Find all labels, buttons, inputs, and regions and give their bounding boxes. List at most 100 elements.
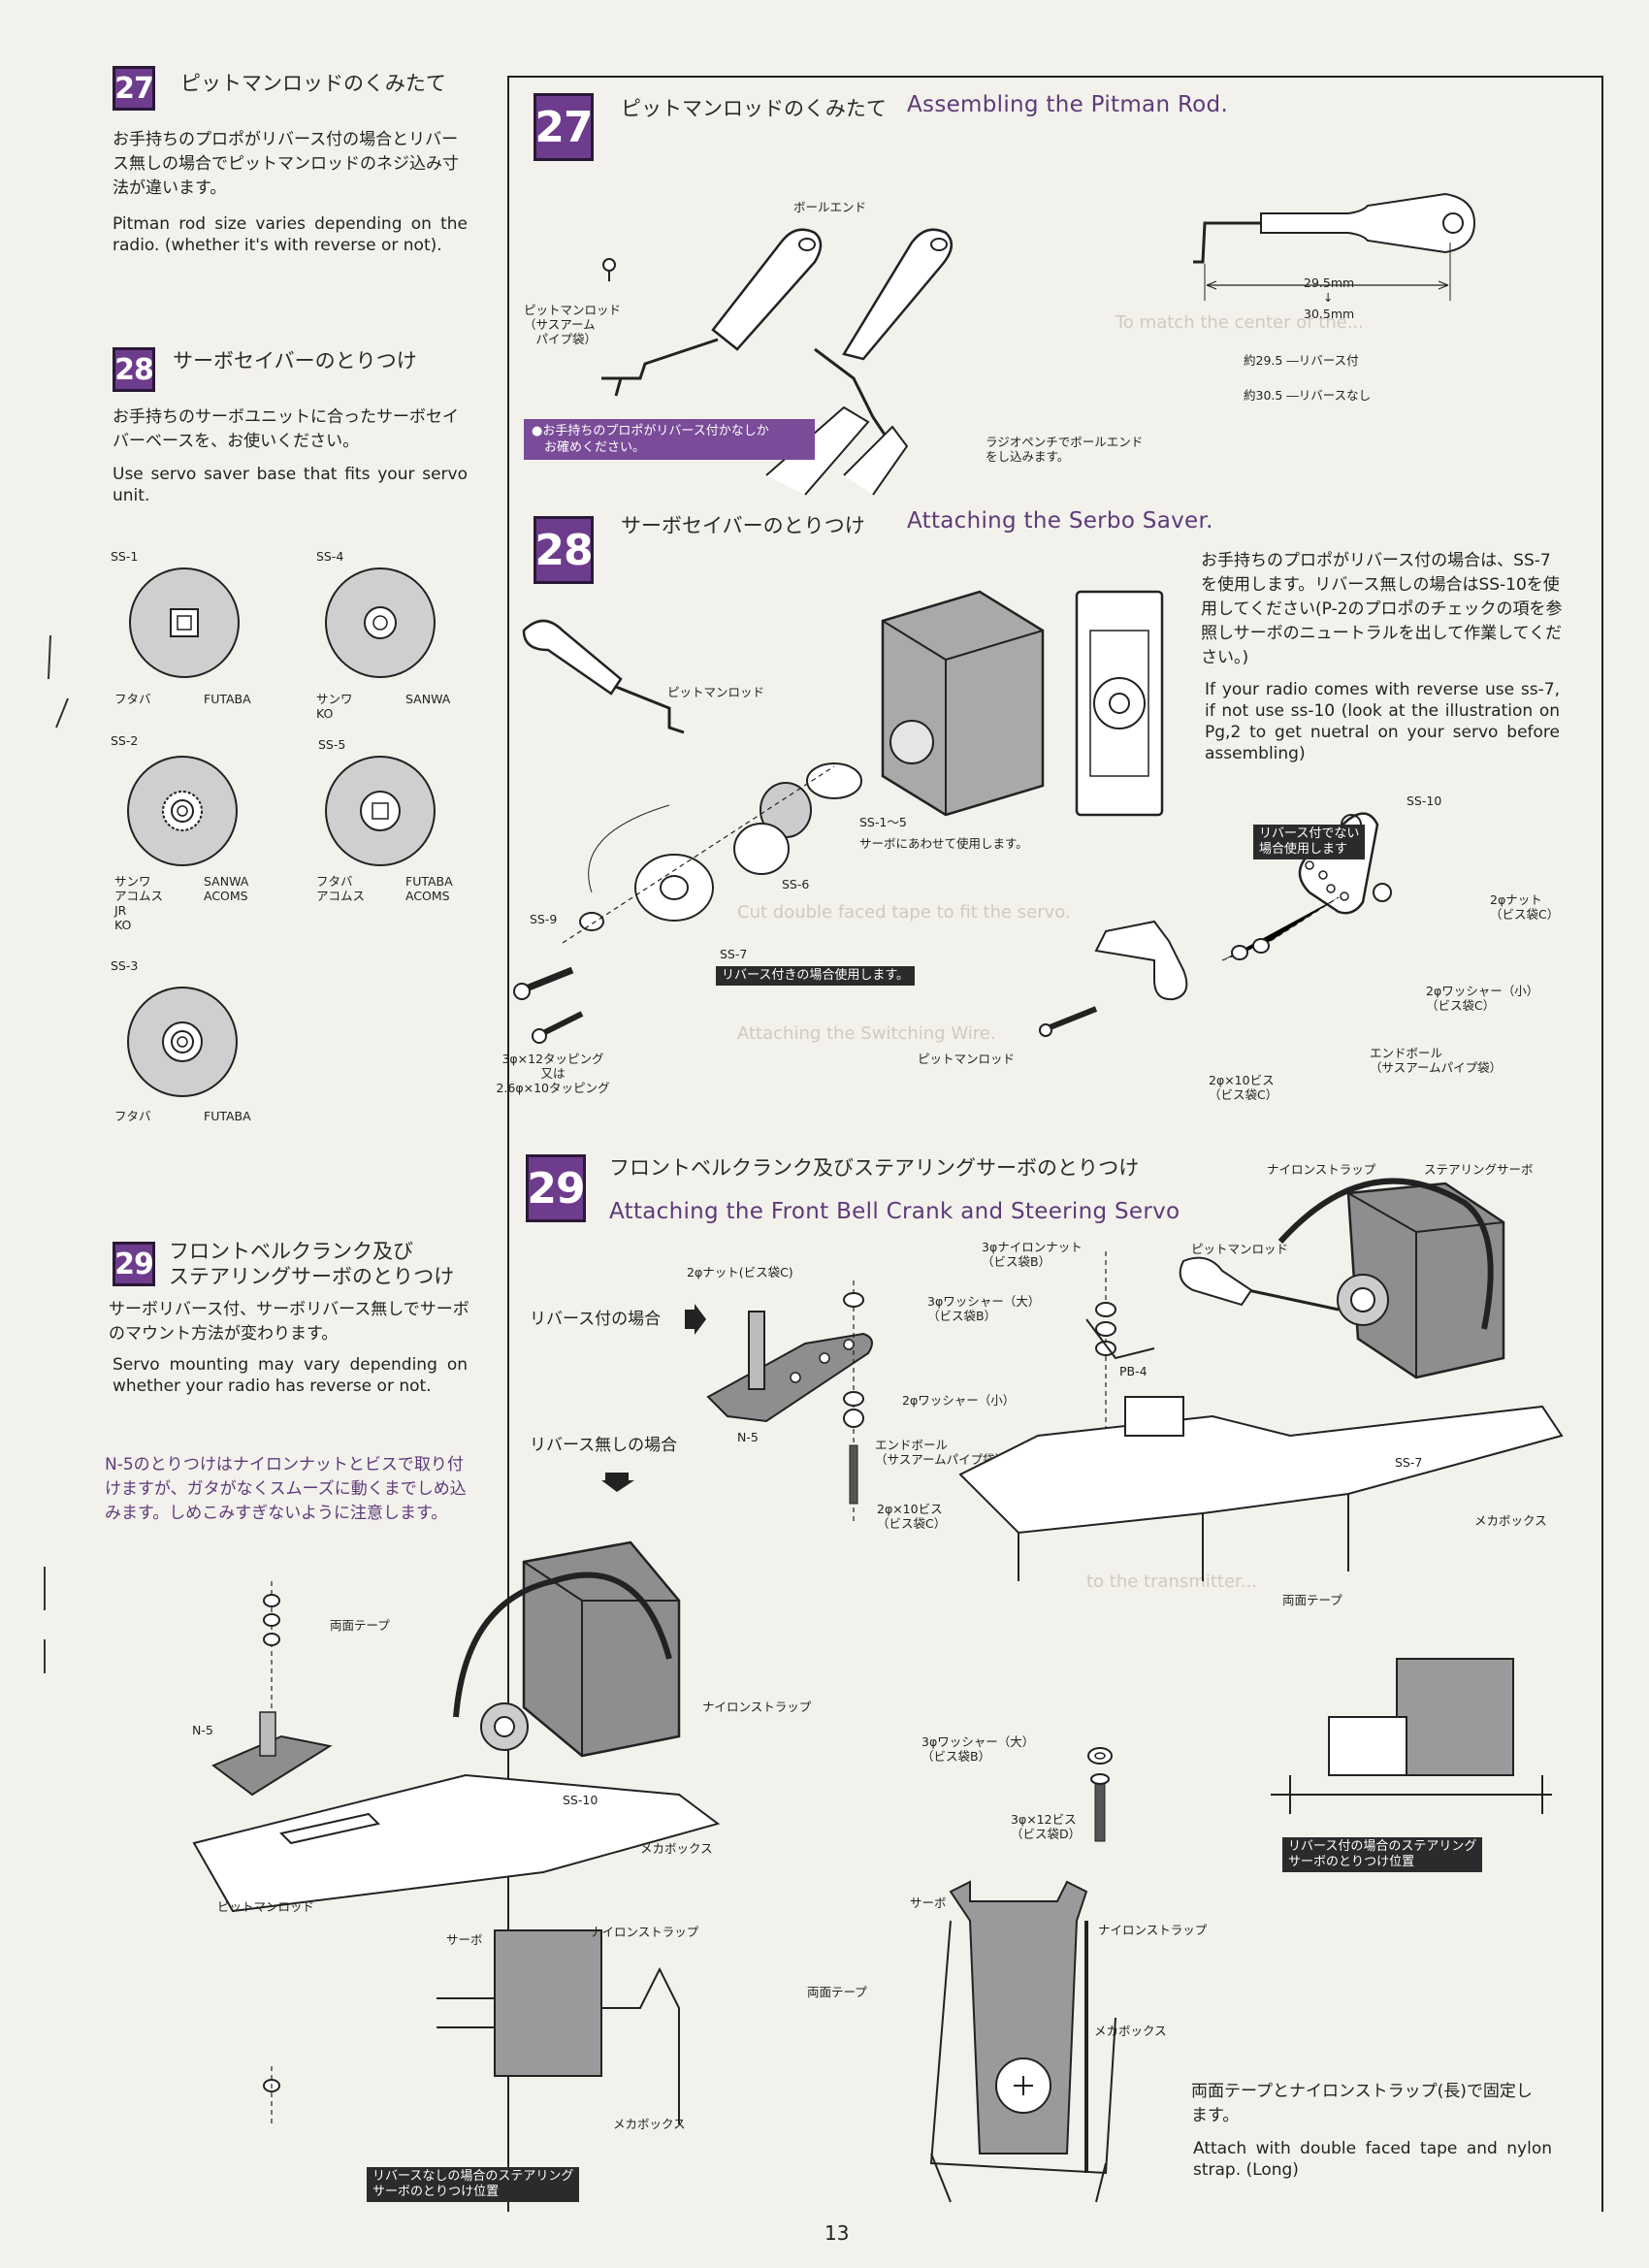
label-mecha-box-2: メカボックス	[640, 1841, 713, 1856]
rev-without-length: 約30.5 ―リバースなし	[1244, 388, 1372, 403]
ss10-tag: リバース付でない 場合使用します	[1253, 825, 1366, 859]
label-nylon-strap-2: ナイロンストラップ	[702, 1700, 812, 1714]
servo-chassis-no-reverse	[192, 1540, 721, 2124]
main-step-27-badge: 27	[534, 93, 594, 161]
saver-brand-en: SANWA	[405, 692, 451, 706]
saver-brand-jp: フタバ	[114, 692, 151, 706]
step-27-badge: 27	[113, 66, 155, 111]
label-ss15: SS-1～5	[859, 815, 907, 829]
label-nut-2-c: 2φナット(ビス袋C)	[687, 1265, 793, 1280]
step-27-body-jp: お手持ちのプロポがリバース付の場合とリバース無しの場合でピットマンロッドのネジ込…	[113, 130, 459, 198]
ss7-tag: リバース付きの場合使用します。	[716, 966, 916, 986]
label-ss7-29: SS-7	[1395, 1455, 1423, 1470]
label-ss10: SS-10	[1406, 794, 1442, 808]
saver-brand-jp: フタバ	[114, 1109, 151, 1123]
step-29-title-jp-2: ステアリングサーボのとりつけ	[169, 1265, 455, 1288]
label-nylon-strap-3: ナイロンストラップ	[590, 1925, 699, 1939]
label-pitman-rod-bag: ピットマンロッド （サスアーム パイプ袋）	[524, 303, 622, 346]
step-29-body-jp: サーボリバース付、サーボリバース無しでサーボのマウント方法が変わります。	[109, 1300, 469, 1344]
reverse-mount-inset	[1271, 1658, 1552, 1814]
label-ss15-note: サーボにあわせて使用します。	[859, 836, 1028, 851]
label-washer-small-29: 2φワッシャー（小）	[902, 1393, 1016, 1408]
saver-disk-ss5	[325, 756, 436, 866]
label-screw-options: 3φ×12タッピング 又は 2.6φ×10タッピング	[496, 1052, 610, 1095]
saver-code: SS-2	[111, 733, 139, 748]
label-nylon-strap-4: ナイロンストラップ	[1098, 1923, 1208, 1937]
label-mecha-box-4: メカボックス	[1094, 2024, 1167, 2038]
saver-disk-ss3	[127, 987, 238, 1097]
servo-chassis-reverse	[958, 1178, 1564, 1581]
label-without-reverse: リバース無しの場合	[530, 1436, 678, 1455]
label-screw-2x10: 2φ×10ビス （ビス袋C）	[1209, 1073, 1278, 1102]
label-servo: サーボ	[446, 1932, 483, 1947]
label-pitman-rod-29: ピットマンロッド	[1191, 1242, 1289, 1256]
footer-jp: 両面テープとナイロンストラップ(長)で固定します。	[1191, 2082, 1533, 2125]
servo-saver-exploded-view	[513, 590, 1164, 1044]
step-28-badge: 28	[113, 347, 155, 392]
label-washer-large: 3φワッシャー（大） （ビス袋B）	[927, 1294, 1041, 1323]
no-reverse-mount-tag: リバースなしの場合のステアリング サーボのとりつけ位置	[367, 2167, 580, 2202]
label-double-tape-3: 両面テープ	[807, 1985, 867, 1999]
step-27-title-jp: ピットマンロッドのくみたて	[180, 72, 446, 95]
label-with-reverse: リバース付の場合	[530, 1310, 662, 1329]
main-step-28-badge: 28	[534, 516, 594, 584]
step-29-note-jp: N-5のとりつけはナイロンナットとビスで取り付けますが、ガタがなくスムーズに動く…	[105, 1455, 467, 1523]
main-step-28-body-jp: お手持ちのプロポがリバース付の場合は、SS-7を使用します。リバース無しの場合は…	[1201, 551, 1563, 667]
main-step-28-title-en: Attaching the Serbo Saver.	[907, 508, 1213, 534]
rev-with-length: 約29.5 ―リバース付	[1244, 353, 1359, 368]
saver-brand-jp: サンワ KO	[316, 692, 353, 721]
saver-brand-en: FUTABA	[204, 1109, 251, 1123]
main-step-28-title-jp: サーボセイバーのとりつけ	[621, 514, 865, 537]
rod-dimension-sketch	[1193, 192, 1476, 301]
label-screw-29: 2φ×10ビス （ビス袋C）	[877, 1502, 947, 1531]
dim-30-5: 30.5mm	[1304, 307, 1355, 321]
label-mecha-box: メカボックス	[1474, 1513, 1547, 1528]
main-step-27-title-en: Assembling the Pitman Rod.	[907, 92, 1229, 117]
label-pliers: ラジオペンチでボールエンド をし込みます。	[986, 435, 1144, 464]
label-ss10-29: SS-10	[563, 1793, 598, 1807]
saver-brand-en: SANWA ACOMS	[204, 874, 249, 903]
binder-mark	[48, 634, 69, 729]
step-29-badge: 29	[113, 1242, 155, 1286]
label-servo-2: サーボ	[910, 1895, 947, 1910]
label-nut-2: 2φナット （ビス袋C）	[1490, 892, 1560, 922]
step-28-title-jp: サーボセイバーのとりつけ	[173, 349, 417, 373]
dim-29-5: 29.5mm	[1304, 275, 1355, 290]
label-n5: N-5	[737, 1430, 759, 1444]
page-number: 13	[824, 2221, 850, 2245]
label-end-ball: エンドボール （サスアームパイプ袋）	[1370, 1046, 1503, 1075]
step-28-body-en: Use servo saver base that fits your serv…	[113, 465, 468, 505]
label-pitman-rod: ピットマンロッド	[667, 685, 765, 699]
label-ss7: SS-7	[720, 947, 748, 961]
arrow-right-icon	[685, 1304, 706, 1335]
label-ss9: SS-9	[530, 912, 558, 926]
footer-en: Attach with double faced tape and nylon …	[1193, 2139, 1552, 2180]
label-pitman-rod-2: ピットマンロッド	[918, 1052, 1016, 1066]
step-27-body-en: Pitman rod size varies depending on the …	[113, 214, 468, 255]
saver-brand-en: FUTABA	[204, 692, 251, 706]
saver-disk-ss4	[325, 567, 436, 678]
saver-code: SS-5	[318, 737, 346, 752]
label-washer-large-2: 3φワッシャー（大） （ビス袋B）	[922, 1734, 1035, 1764]
label-double-tape-2: 両面テープ	[330, 1618, 390, 1633]
step-29-body-en: Servo mounting may vary depending on whe…	[113, 1355, 468, 1396]
washer-screw	[1087, 1747, 1113, 1842]
saver-brand-en: FUTABA ACOMS	[405, 874, 453, 903]
saver-disk-ss2	[127, 756, 238, 866]
saver-brand-jp: フタバ アコムス	[316, 874, 366, 903]
label-ss6: SS-6	[782, 877, 810, 891]
saver-code: SS-1	[111, 549, 139, 564]
saver-brand-jp: サンワ アコムス JR KO	[114, 874, 164, 932]
label-end-ball-29: エンドボール （サスアームパイプ袋）	[875, 1438, 1008, 1467]
label-pb4: PB-4	[1119, 1364, 1148, 1378]
main-step-27-title-jp: ピットマンロッドのくみたて	[621, 97, 887, 120]
reverse-check-note: ●お手持ちのプロポがリバース付かなしか お確めください。	[524, 419, 815, 460]
main-frame	[507, 76, 1603, 2212]
main-step-28-body-en: If your radio comes with reverse use ss-…	[1205, 680, 1560, 763]
saver-disk-ss1	[129, 567, 240, 678]
label-pitman-rod-29b: ピットマンロッド	[217, 1899, 315, 1914]
label-steering-servo: ステアリングサーボ	[1424, 1162, 1534, 1177]
step-29-title-jp-1: フロントベルクランク及び	[169, 1240, 413, 1263]
label-nylon-nut: 3φナイロンナット （ビス袋B）	[982, 1240, 1083, 1269]
binder-mark	[44, 1567, 46, 1673]
